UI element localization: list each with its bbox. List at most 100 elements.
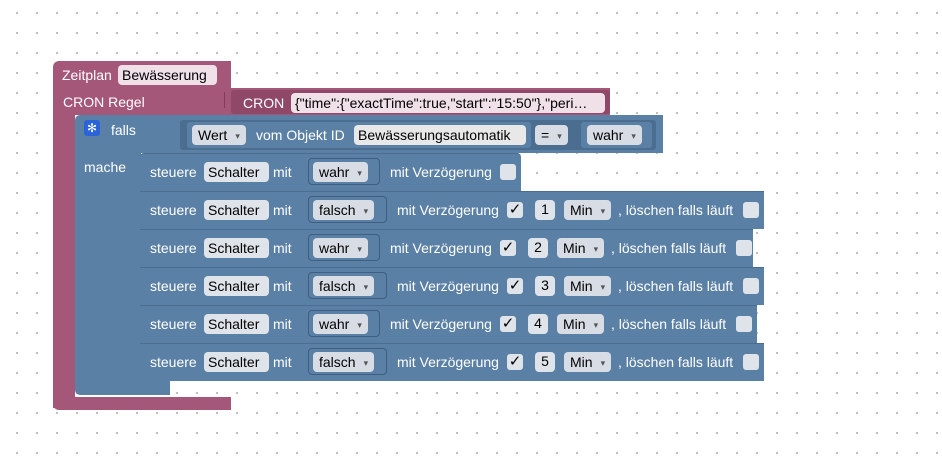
object-id-field[interactable]: Bewässerungsautomatik bbox=[354, 125, 526, 145]
from-object-label: vom Objekt ID bbox=[256, 127, 345, 143]
value-dropdown[interactable]: falsch ▾ bbox=[313, 200, 375, 220]
schedule-footer bbox=[53, 397, 231, 410]
unit-dropdown[interactable]: Min▾ bbox=[564, 200, 612, 220]
clear-if-running-checkbox[interactable] bbox=[736, 316, 752, 332]
control-verb-label: steuere bbox=[150, 240, 197, 256]
with-label: mit bbox=[273, 202, 292, 218]
value-slot bbox=[308, 272, 387, 299]
unit-dropdown[interactable]: Min ▾ bbox=[564, 352, 612, 372]
gear-icon[interactable]: ✻ bbox=[84, 120, 100, 136]
value-dropdown[interactable]: Wert ▾ bbox=[192, 125, 246, 145]
delay-amount-field[interactable]: 2 bbox=[528, 238, 548, 258]
chevron-down-icon: ▾ bbox=[363, 206, 369, 216]
value-dropdown[interactable]: wahr▾ bbox=[313, 314, 368, 334]
delay-amount-field[interactable]: 1 bbox=[535, 200, 555, 220]
value-dropdown-label: Wert bbox=[198, 127, 228, 143]
clear-if-running-checkbox[interactable] bbox=[743, 354, 759, 370]
delay-checkbox[interactable]: ✓ bbox=[507, 201, 523, 218]
delay-checkbox[interactable]: ✓ bbox=[500, 315, 516, 332]
chevron-down-icon: ▾ bbox=[363, 358, 369, 368]
unit-dropdown-label: Min bbox=[570, 354, 593, 370]
value-dropdown[interactable]: falsch ▾ bbox=[313, 276, 375, 296]
cron-rule-label: CRON Regel bbox=[63, 94, 145, 110]
target-field[interactable]: Schalter bbox=[204, 314, 269, 334]
value-slot bbox=[308, 196, 387, 223]
value-dropdown-label: falsch bbox=[319, 202, 356, 218]
chevron-down-icon: ▾ bbox=[235, 131, 240, 141]
if-footer bbox=[75, 380, 170, 395]
clear-if-running-checkbox[interactable] bbox=[736, 240, 752, 256]
value-dropdown[interactable]: wahr▾ bbox=[313, 162, 368, 182]
target-field[interactable]: Schalter bbox=[204, 276, 269, 296]
with-label: mit bbox=[273, 164, 292, 180]
value-slot bbox=[308, 158, 380, 185]
chevron-down-icon: ▾ bbox=[600, 358, 606, 368]
delay-checkbox[interactable] bbox=[500, 164, 516, 180]
value-dropdown-label: falsch bbox=[319, 354, 356, 370]
value-slot bbox=[308, 348, 387, 375]
chevron-down-icon: ▾ bbox=[363, 282, 369, 292]
chevron-down-icon: ▾ bbox=[557, 131, 562, 141]
control-verb-label: steuere bbox=[150, 278, 197, 294]
chevron-down-icon: ▾ bbox=[600, 282, 606, 292]
do-label: mache bbox=[84, 159, 127, 175]
clear-if-running-label: , löschen falls läuft bbox=[611, 240, 727, 256]
with-label: mit bbox=[273, 316, 292, 332]
unit-dropdown[interactable]: Min ▾ bbox=[564, 276, 612, 296]
value-dropdown-label: falsch bbox=[319, 278, 356, 294]
target-field[interactable]: Schalter bbox=[204, 352, 269, 372]
control-verb-label: steuere bbox=[150, 316, 197, 332]
clear-if-running-label: , löschen falls läuft bbox=[618, 202, 734, 218]
delay-checkbox[interactable]: ✓ bbox=[507, 353, 523, 370]
target-field[interactable]: Schalter bbox=[204, 238, 269, 258]
delay-label: mit Verzögerung bbox=[397, 278, 499, 294]
schedule-name-field[interactable]: Bewässerung bbox=[118, 65, 217, 85]
control-verb-label: steuere bbox=[150, 354, 197, 370]
delay-label: mit Verzögerung bbox=[397, 354, 499, 370]
clear-if-running-checkbox[interactable] bbox=[743, 278, 759, 294]
delay-label: mit Verzögerung bbox=[390, 316, 492, 332]
value-slot bbox=[308, 234, 380, 261]
cron-value-field[interactable]: {"time":{"exactTime":true,"start":"15:50… bbox=[291, 93, 605, 113]
chevron-down-icon: ▾ bbox=[357, 244, 362, 254]
cron-input-connector bbox=[224, 92, 230, 108]
target-field[interactable]: Schalter bbox=[204, 162, 269, 182]
clear-if-running-label: , löschen falls läuft bbox=[611, 316, 727, 332]
operator-label: = bbox=[541, 127, 550, 143]
value-dropdown[interactable]: wahr ▾ bbox=[313, 238, 368, 258]
value-dropdown[interactable]: falsch ▾ bbox=[313, 352, 375, 372]
unit-dropdown[interactable]: Min▾ bbox=[557, 314, 605, 334]
if-label: falls bbox=[111, 122, 136, 138]
compare-value-dropdown[interactable]: wahr▾ bbox=[587, 125, 642, 145]
value-dropdown-label: wahr bbox=[319, 316, 350, 332]
operator-dropdown[interactable]: =▾ bbox=[535, 125, 568, 145]
clear-if-running-label: , löschen falls läuft bbox=[618, 278, 734, 294]
delay-checkbox[interactable]: ✓ bbox=[500, 239, 516, 256]
schedule-label: Zeitplan bbox=[62, 67, 112, 83]
chevron-down-icon: ▾ bbox=[593, 244, 599, 254]
if-spine bbox=[75, 153, 141, 385]
delay-amount-field[interactable]: 3 bbox=[535, 276, 555, 296]
value-slot bbox=[308, 310, 380, 337]
compare-value-label: wahr bbox=[593, 127, 624, 143]
clear-if-running-label: , löschen falls läuft bbox=[618, 354, 734, 370]
delay-checkbox[interactable]: ✓ bbox=[507, 277, 523, 294]
value-dropdown-label: wahr bbox=[319, 164, 350, 180]
delay-amount-field[interactable]: 5 bbox=[535, 352, 555, 372]
delay-label: mit Verzögerung bbox=[397, 202, 499, 218]
with-label: mit bbox=[273, 354, 292, 370]
unit-dropdown[interactable]: Min ▾ bbox=[557, 238, 605, 258]
target-field[interactable]: Schalter bbox=[204, 200, 269, 220]
control-verb-label: steuere bbox=[150, 164, 197, 180]
clear-if-running-checkbox[interactable] bbox=[743, 202, 759, 218]
with-label: mit bbox=[273, 240, 292, 256]
unit-dropdown-label: Min bbox=[570, 278, 593, 294]
value-dropdown-label: wahr bbox=[319, 240, 350, 256]
delay-label: mit Verzögerung bbox=[390, 240, 492, 256]
with-label: mit bbox=[273, 278, 292, 294]
schedule-spine bbox=[53, 115, 75, 408]
control-verb-label: steuere bbox=[150, 202, 197, 218]
unit-dropdown-label: Min bbox=[563, 316, 586, 332]
unit-dropdown-label: Min bbox=[563, 240, 586, 256]
delay-amount-field[interactable]: 4 bbox=[528, 314, 548, 334]
